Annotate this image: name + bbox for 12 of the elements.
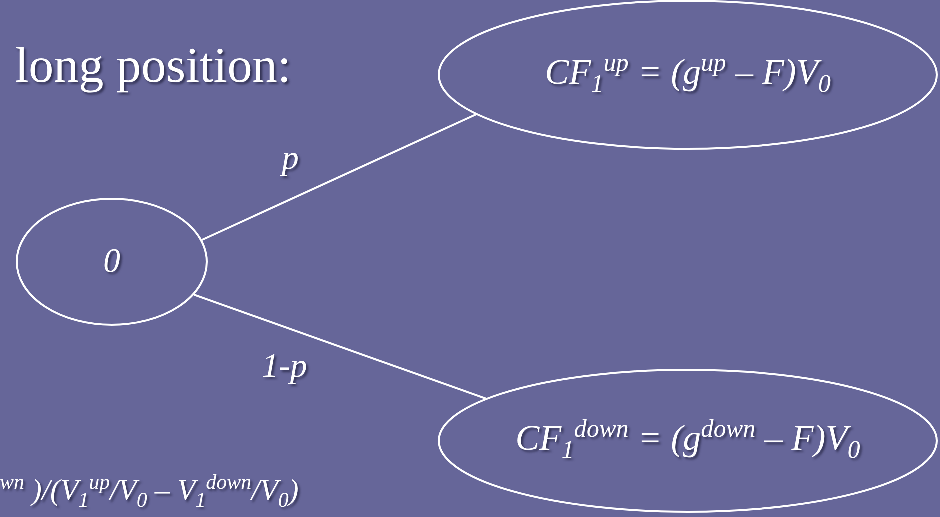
title: long position: (15, 36, 292, 94)
branch-line (202, 114, 476, 242)
edge-label: 1-p (262, 348, 308, 386)
formula-text: $^{wn}$ )/(V$_{1}$$^{up}$/V$_{0}$ – V$_{1}$$^{down}$/V$_{0}$) (0, 470, 299, 513)
edge-label: p (282, 140, 299, 178)
state-ellipse (16, 198, 208, 326)
state-ellipse (438, 369, 938, 513)
formula: 0 (104, 243, 120, 281)
branch-line (194, 294, 486, 400)
state-ellipse (438, 0, 938, 150)
formula: CF$_{1}$$^{down}$ = (g$^{down}$ – F)V$_{0}$ (516, 416, 860, 466)
formula: CF$_{1}$$^{up}$ = (g$^{up}$ – F)V$_{0}$ (545, 50, 831, 100)
